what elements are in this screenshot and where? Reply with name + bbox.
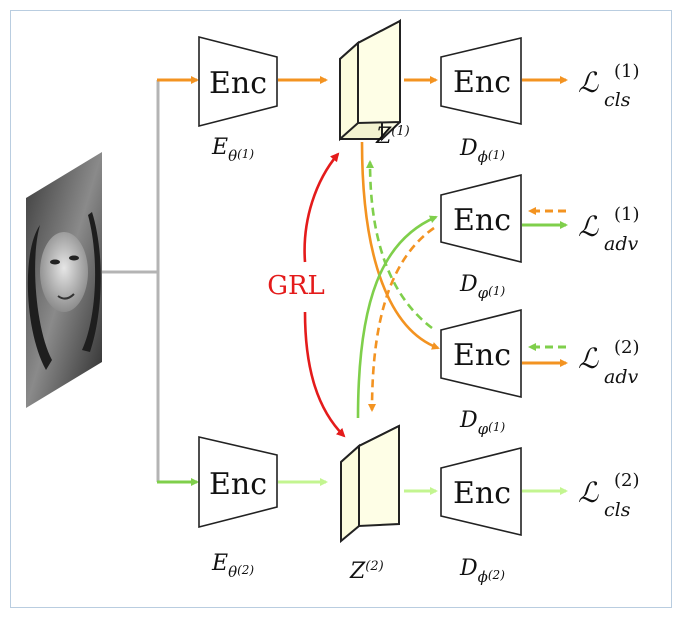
encoder-2: Enc bbox=[198, 435, 278, 529]
d-varphi1a-label: Dφ(1) bbox=[459, 272, 505, 302]
e1-label: Eθ(1) bbox=[211, 135, 254, 165]
feature-map-z2 bbox=[340, 424, 400, 544]
decoder-adv-2: Enc bbox=[440, 308, 522, 399]
curve-dec2-to-z2-dashed bbox=[368, 226, 435, 412]
encoder-1: Enc bbox=[198, 35, 278, 128]
z2-label: Z(2) bbox=[349, 559, 384, 584]
grl-label: GRL bbox=[267, 271, 325, 301]
d-varphi1b-label: Dφ(1) bbox=[459, 408, 505, 438]
loss-cls-2: ℒ(2)cls bbox=[578, 470, 640, 521]
curve-z1-to-dec3 bbox=[360, 141, 440, 350]
encoder-1-label: Enc bbox=[209, 66, 267, 101]
curve-z2-to-dec2 bbox=[356, 215, 438, 419]
feature-map-z1 bbox=[339, 18, 401, 142]
d-phi1-label: Dϕ(1) bbox=[459, 136, 505, 166]
decoder-cls-1-label: Enc bbox=[453, 65, 511, 100]
grl-arrow-down bbox=[303, 311, 346, 438]
e2-label: Eθ(2) bbox=[211, 551, 254, 581]
d-phi2-label: Dϕ(2) bbox=[459, 556, 505, 586]
decoder-adv-2-label: Enc bbox=[453, 338, 511, 373]
decoder-adv-1-label: Enc bbox=[453, 203, 511, 238]
curve-dec3-to-z1-dashed bbox=[366, 160, 433, 330]
grl-arrow-up bbox=[303, 152, 340, 263]
decoder-adv-1: Enc bbox=[440, 173, 522, 264]
figure-frame bbox=[10, 10, 672, 608]
input-connectors bbox=[102, 80, 160, 482]
decoder-cls-2-label: Enc bbox=[453, 476, 511, 511]
loss-adv-2: ℒ(2)adv bbox=[578, 337, 640, 388]
decoder-cls-1: Enc bbox=[440, 36, 522, 125]
encoder-2-label: Enc bbox=[209, 467, 267, 502]
loss-cls-1: ℒ(1)cls bbox=[578, 61, 640, 111]
loss-adv-1: ℒ(1)adv bbox=[578, 204, 640, 255]
input-face-image bbox=[26, 152, 102, 408]
decoder-cls-2: Enc bbox=[440, 446, 522, 537]
z1-label: Z(1) bbox=[375, 124, 410, 149]
